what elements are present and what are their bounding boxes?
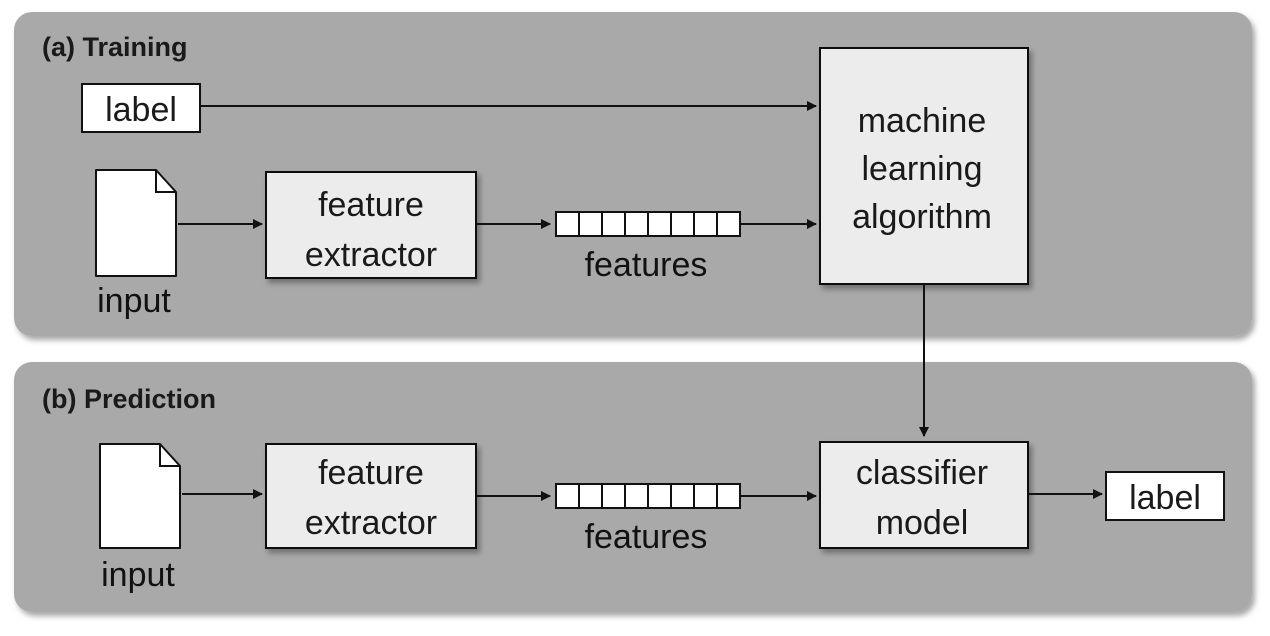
feature-cell	[693, 211, 718, 237]
feature-cell	[647, 483, 672, 509]
training-extractor-line1: feature	[318, 186, 424, 224]
prediction-label-text: label	[1129, 479, 1201, 517]
classifier-model-box	[819, 441, 1029, 549]
feature-cell	[670, 211, 695, 237]
training-label-box	[81, 83, 201, 133]
ml-algorithm-line2: learning	[862, 150, 983, 188]
feature-cell	[716, 211, 741, 237]
prediction-features-label: features	[585, 518, 708, 556]
training-document-icon	[95, 169, 177, 277]
training-title: (a) Training	[42, 32, 188, 62]
training-extractor-line2: extractor	[305, 236, 437, 274]
classifier-model-line2: model	[876, 504, 969, 542]
feature-cell	[624, 483, 649, 509]
feature-cell	[716, 483, 741, 509]
prediction-document-icon	[99, 443, 181, 549]
ml-algorithm-line1: machine	[858, 102, 987, 140]
prediction-feature-vector	[555, 483, 741, 509]
feature-cell	[601, 483, 626, 509]
feature-cell	[555, 483, 580, 509]
feature-cell	[601, 211, 626, 237]
classifier-model-line1: classifier	[856, 454, 988, 492]
prediction-title: (b) Prediction	[42, 384, 216, 414]
feature-cell	[693, 483, 718, 509]
training-feature-vector	[555, 211, 741, 237]
ml-algorithm-box	[819, 47, 1029, 285]
feature-cell	[578, 483, 603, 509]
feature-cell	[624, 211, 649, 237]
prediction-label-box	[1105, 471, 1225, 521]
feature-cell	[578, 211, 603, 237]
prediction-extractor-line2: extractor	[305, 504, 437, 542]
training-panel	[14, 12, 1252, 336]
ml-algorithm-line3: algorithm	[852, 198, 992, 236]
feature-cell	[555, 211, 580, 237]
training-features-label: features	[585, 246, 708, 284]
training-feature-extractor	[265, 171, 477, 279]
feature-cell	[647, 211, 672, 237]
prediction-extractor-line1: feature	[318, 454, 424, 492]
feature-cell	[670, 483, 695, 509]
training-input-label: input	[97, 282, 171, 320]
prediction-input-label: input	[101, 556, 175, 594]
training-label-text: label	[105, 91, 177, 129]
